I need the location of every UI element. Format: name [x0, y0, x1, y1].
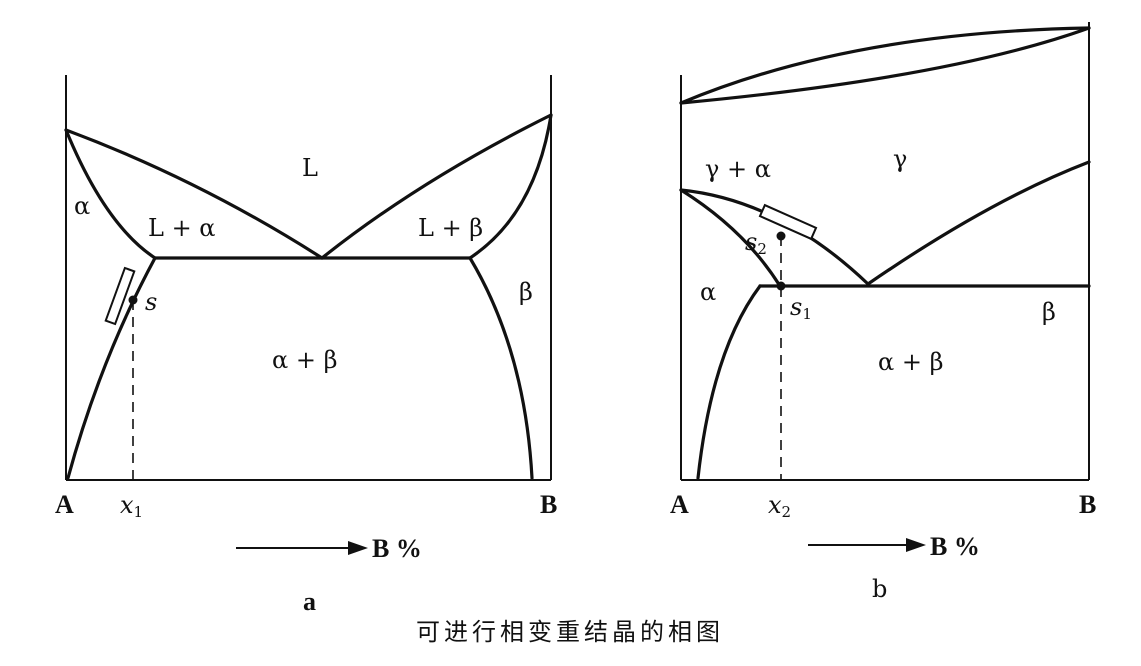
diagram-a-endpoint-a: A [55, 490, 74, 519]
diagram-b-solvus-alpha [696, 284, 762, 480]
diagram-b-solidus [679, 26, 1091, 105]
diagram-b-point-s1 [776, 281, 786, 291]
figure-caption: 可进行相变重结晶的相图 [416, 618, 724, 646]
diagram-a-region-alpha-beta: α + β [272, 346, 337, 374]
diagram-a-point-s [128, 295, 138, 305]
diagram-b-panel-label: b [872, 575, 887, 603]
diagram-b-region-alpha-beta: α + β [878, 348, 943, 376]
diagram-a-liquidus-left [64, 128, 324, 260]
diagram-b-axis-arrow-head [906, 538, 926, 552]
diagram-a: L L + α L + β α β α + β s A B x1 B % a [55, 75, 557, 616]
diagram-a-region-alpha: α [74, 192, 90, 220]
diagram-a-axis-label: B % [372, 534, 422, 563]
diagram-a-solvus-beta [468, 256, 534, 480]
diagram-b-gamma-alpha-upper [679, 188, 870, 286]
diagram-a-axis-arrow-head [348, 541, 368, 555]
diagram-a-solvus-alpha [66, 256, 157, 480]
diagram-a-panel-label: a [303, 587, 316, 616]
diagram-b-liquidus [679, 26, 1091, 105]
diagram-a-region-l-alpha: L + α [148, 214, 216, 242]
diagram-a-label-x1: x1 [120, 491, 143, 521]
diagram-b-region-alpha: α [700, 278, 716, 306]
diagram-a-solidus-right [468, 113, 553, 260]
diagram-a-region-l-beta: L + β [418, 214, 483, 242]
diagram-b-gamma-alpha-lower [679, 188, 782, 288]
diagram-b-endpoint-a: A [670, 490, 689, 519]
diagram-b-gamma-beta [866, 160, 1091, 286]
diagram-b-region-gamma-alpha: γ + α [705, 155, 771, 183]
diagram-b-specimen-marker [758, 203, 818, 241]
diagram-b-label-x2: x2 [768, 491, 791, 521]
diagram-a-label-s: s [145, 288, 157, 316]
diagram-b-axis-label: B % [930, 532, 980, 561]
diagram-a-region-beta: β [519, 278, 533, 306]
diagram-a-solidus-left [64, 128, 157, 260]
diagram-b: γ γ + α α β α + β s2 s1 A B x2 B % b [670, 22, 1096, 603]
diagram-a-endpoint-b: B [540, 490, 557, 519]
diagram-b-region-beta: β [1042, 298, 1056, 326]
diagram-a-specimen-marker [104, 266, 136, 326]
diagram-b-endpoint-b: B [1079, 490, 1096, 519]
diagram-b-label-s2: s2 [745, 228, 767, 258]
diagram-a-region-l: L [302, 154, 318, 182]
diagram-a-liquidus-right [320, 113, 553, 260]
diagram-b-region-gamma: γ [893, 145, 907, 173]
diagram-b-point-s2 [776, 231, 786, 241]
diagram-b-label-s1: s1 [790, 293, 812, 323]
